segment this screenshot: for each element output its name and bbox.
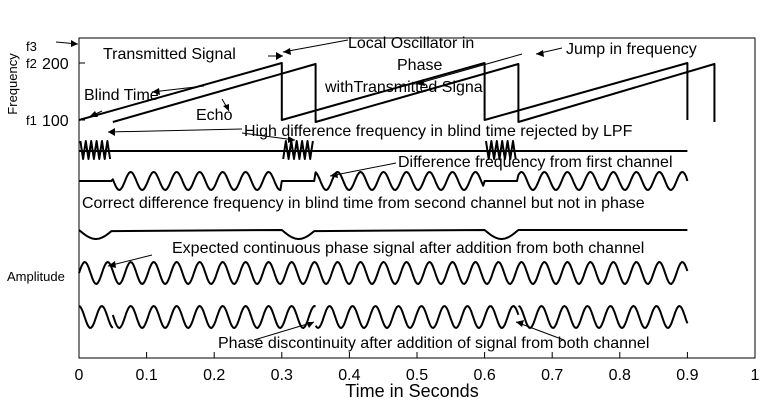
annotation-arrows bbox=[88, 39, 565, 341]
x-tick-label: 0.1 bbox=[135, 367, 157, 384]
freq-label-f1: f1 bbox=[26, 113, 37, 128]
x-tick-label: 1 bbox=[751, 367, 760, 384]
annotation-jump: Jump in frequency bbox=[566, 41, 697, 58]
freq-label-200: 200 bbox=[42, 56, 69, 73]
y-axis-label-amplitude: Amplitude bbox=[7, 269, 65, 284]
freq-label-f3: f3 bbox=[26, 39, 37, 54]
x-tick-label: 0 bbox=[75, 367, 84, 384]
transmitted-signal-trace bbox=[78, 62, 689, 121]
freq-label-100: 100 bbox=[42, 113, 69, 130]
blind-time-high-freq-trace bbox=[79, 140, 688, 160]
x-tick-label: 0.6 bbox=[473, 367, 495, 384]
annotation-local-osc-3: withTransmitted Signal bbox=[324, 79, 486, 96]
annotation-high-diff: High difference frequency in blind time … bbox=[244, 123, 633, 140]
x-tick-label: 0.5 bbox=[406, 367, 428, 384]
annotation-blind-time: Blind Time bbox=[84, 87, 159, 104]
annotation-local-osc-1: Local Oscillator in bbox=[348, 35, 474, 52]
freq-label-f2: f2 bbox=[26, 56, 37, 71]
x-tick-label: 0.9 bbox=[676, 367, 698, 384]
x-tick-label: 0.4 bbox=[338, 367, 360, 384]
annotation-local-osc-2: Phase bbox=[397, 57, 442, 74]
annotation-transmitted: Transmitted Signal bbox=[103, 46, 236, 63]
annotation-phase-disc: Phase discontinuity after addition of si… bbox=[218, 335, 649, 352]
annotation-echo: Echo bbox=[196, 107, 233, 124]
expected-sum-trace bbox=[78, 261, 689, 285]
annotation-expected: Expected continuous phase signal after a… bbox=[172, 240, 644, 257]
y-axis-label-frequency: Frequency bbox=[5, 53, 20, 115]
x-tick-label: 0.2 bbox=[203, 367, 225, 384]
f3-arrowhead bbox=[71, 40, 78, 47]
annotation-correct-diff: Correct difference frequency in blind ti… bbox=[82, 195, 645, 212]
x-tick-label: 0.8 bbox=[609, 367, 631, 384]
echo-signal-trace bbox=[112, 63, 716, 123]
x-axis-label: Time in Seconds bbox=[345, 381, 478, 401]
x-tick-label: 0.3 bbox=[271, 367, 293, 384]
annotation-diff-first: Difference frequency from first channel bbox=[398, 154, 673, 171]
x-tick-label: 0.7 bbox=[541, 367, 563, 384]
actual-sum-trace bbox=[78, 305, 689, 329]
first-channel-trace bbox=[79, 171, 689, 191]
second-channel-trace bbox=[78, 229, 688, 240]
x-ticks: 0 0.1 0.2 0.3 0.4 0.5 0.6 0.7 0.8 0.9 1 bbox=[75, 352, 760, 384]
